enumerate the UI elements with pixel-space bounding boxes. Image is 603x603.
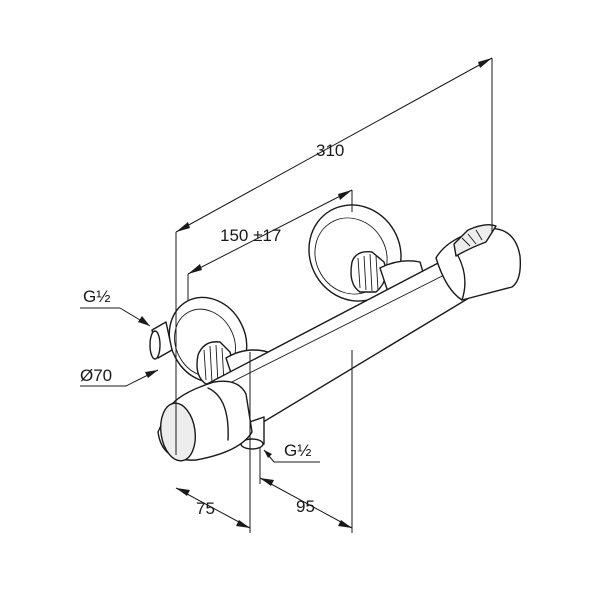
callout-outlet-thread: G½ [263,441,320,463]
label-rosette-diameter: Ø70 [80,366,112,385]
dimension-depth-front: 75 [175,352,251,533]
callout-rosette-diameter: Ø70 [80,366,159,387]
dimension-depth-outlet: 95 [259,350,353,533]
dimension-overall-length: 310 [175,57,493,455]
dimension-label-75: 75 [196,499,215,518]
dimension-inlet-spacing: 150 ±17 [187,189,353,300]
dimension-label-310: 310 [316,141,344,160]
dimension-label-95: 95 [296,497,315,516]
callout-inlet-thread: G½ [80,287,151,327]
label-inlet-thread: G½ [83,287,110,306]
flow-control-knob [157,380,253,462]
temperature-handle [435,223,522,301]
label-outlet-thread: G½ [284,441,311,460]
dimension-label-150-17: 150 ±17 [220,226,281,245]
inlet-pipe-stub [149,321,173,360]
